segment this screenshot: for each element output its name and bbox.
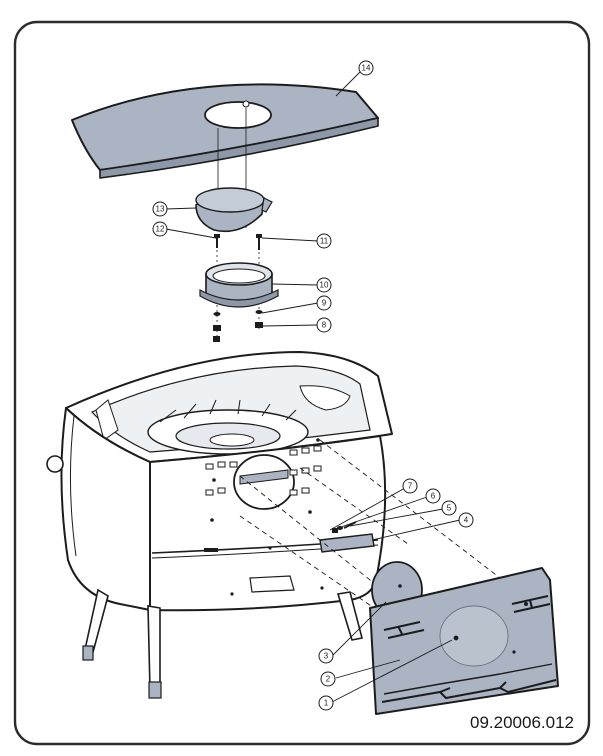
svg-text:6: 6 — [431, 492, 436, 501]
svg-text:7: 7 — [408, 482, 413, 491]
svg-text:2: 2 — [326, 675, 331, 684]
svg-text:9: 9 — [322, 299, 327, 308]
svg-text:4: 4 — [464, 516, 469, 525]
flue-opening — [204, 101, 272, 129]
svg-text:13: 13 — [156, 205, 165, 214]
screw-5 — [343, 521, 357, 529]
callout-1: 1 — [318, 695, 334, 711]
washer-9 — [213, 310, 263, 316]
callout-7: 7 — [402, 478, 418, 494]
flue-collar-plate — [195, 187, 273, 233]
svg-text:3: 3 — [324, 652, 329, 661]
screw-12 — [214, 234, 220, 248]
svg-text:12: 12 — [156, 225, 165, 234]
rear-heat-shield-panel — [369, 567, 559, 715]
callout-13: 13 — [152, 201, 168, 217]
callout-12: 12 — [152, 221, 168, 237]
callout-6: 6 — [425, 488, 441, 504]
callout-10: 10 — [316, 277, 332, 293]
nut-8 — [213, 322, 263, 342]
callout-3: 3 — [318, 648, 334, 664]
svg-text:5: 5 — [447, 504, 452, 513]
svg-text:1: 1 — [324, 699, 329, 708]
nut-7 — [332, 528, 338, 533]
callout-9: 9 — [316, 295, 332, 311]
top-plate — [71, 83, 379, 179]
side-knob — [46, 455, 64, 473]
callout-14: 14 — [358, 60, 374, 76]
stove-body — [46, 351, 393, 699]
rear-flue-aperture — [233, 454, 295, 510]
svg-text:8: 8 — [322, 321, 327, 330]
callout-4: 4 — [458, 512, 474, 528]
svg-text:11: 11 — [320, 237, 329, 246]
flue-spigot-ring — [199, 262, 279, 308]
callout-2: 2 — [320, 671, 336, 687]
callout-5: 5 — [441, 500, 457, 516]
screw-11 — [256, 234, 262, 250]
callout-8: 8 — [316, 317, 332, 333]
callout-11: 11 — [316, 233, 332, 249]
svg-text:10: 10 — [320, 281, 329, 290]
bracket-4 — [319, 533, 375, 553]
drawing-reference-code: 09.20006.012 — [470, 713, 574, 732]
svg-text:14: 14 — [362, 64, 371, 73]
